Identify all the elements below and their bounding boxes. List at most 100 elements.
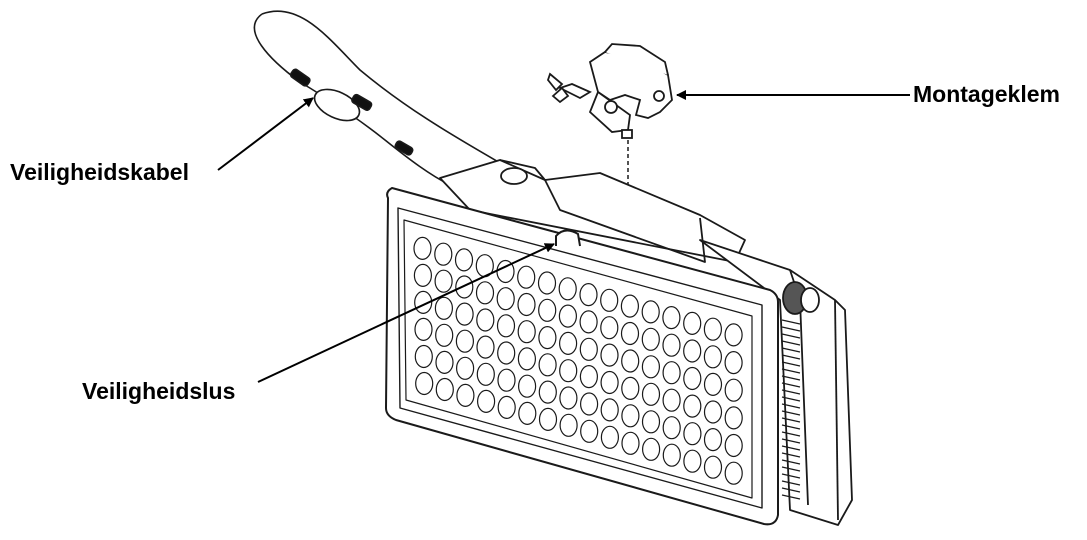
led-lens xyxy=(517,265,536,289)
fin xyxy=(781,480,801,486)
led-lens xyxy=(415,371,434,396)
led-lens xyxy=(559,386,578,410)
fixture-body xyxy=(439,159,853,526)
fin xyxy=(781,487,801,493)
fin xyxy=(781,473,801,479)
led-lens xyxy=(683,339,702,363)
led-lens xyxy=(517,320,536,344)
led-lens xyxy=(724,433,743,458)
led-lens xyxy=(434,296,453,320)
led-lens xyxy=(414,317,433,341)
led-lens xyxy=(620,321,640,346)
safety-loop xyxy=(555,229,581,247)
led-lens xyxy=(724,323,743,347)
led-lens xyxy=(703,317,723,341)
fin xyxy=(781,361,801,367)
led-lens xyxy=(434,269,453,293)
mounting-clamp xyxy=(546,43,673,139)
fin xyxy=(781,424,801,430)
led-lens xyxy=(538,298,557,322)
led-lens xyxy=(538,353,557,377)
veiligheidslus-arrow xyxy=(257,243,555,383)
led-lens xyxy=(435,377,454,402)
fin xyxy=(781,417,801,423)
fin xyxy=(781,466,801,472)
led-lens xyxy=(558,331,578,355)
led-lens xyxy=(621,349,640,373)
led-lens xyxy=(435,323,454,347)
led-lens xyxy=(414,344,433,369)
led-lens xyxy=(497,341,516,365)
led-array xyxy=(413,236,743,485)
led-lens xyxy=(641,437,661,461)
led-lens xyxy=(621,376,640,400)
led-lens xyxy=(579,310,598,334)
fin xyxy=(781,403,801,409)
led-lens xyxy=(579,392,599,416)
led-lens xyxy=(496,287,515,311)
led-lens xyxy=(600,316,619,340)
led-lens xyxy=(455,302,474,326)
led-lens xyxy=(454,248,474,272)
led-lens xyxy=(558,304,578,328)
fin xyxy=(781,340,801,346)
led-lens xyxy=(518,401,537,425)
led-lens xyxy=(703,345,723,369)
led-lens xyxy=(476,362,495,386)
fin xyxy=(781,368,801,374)
fin xyxy=(781,347,801,353)
led-lens xyxy=(724,406,743,430)
safety-cable xyxy=(253,10,521,186)
led-lens xyxy=(724,351,743,375)
led-lens xyxy=(620,294,640,318)
led-lens xyxy=(621,431,640,455)
led-lens xyxy=(477,389,496,413)
fin xyxy=(781,431,801,437)
led-lens xyxy=(683,311,702,335)
led-lens xyxy=(476,335,495,359)
led-lens xyxy=(580,419,599,443)
fin xyxy=(781,410,801,416)
fin xyxy=(781,354,801,360)
fin xyxy=(781,389,801,395)
leader-lines xyxy=(217,90,910,383)
led-lens xyxy=(455,329,474,353)
fin xyxy=(781,326,801,332)
led-lens xyxy=(456,356,475,380)
led-lens xyxy=(456,383,475,407)
led-lens xyxy=(579,283,598,307)
fin xyxy=(781,375,801,381)
led-lens xyxy=(662,388,681,412)
led-lens xyxy=(641,327,660,351)
led-lens xyxy=(703,400,723,424)
mounting-clamp-label: Montageklem xyxy=(913,81,1060,107)
led-lens xyxy=(600,288,619,312)
led-lens xyxy=(413,263,432,287)
led-lens xyxy=(538,407,558,431)
fin xyxy=(781,319,801,325)
led-lens xyxy=(476,308,495,332)
fin xyxy=(781,396,801,402)
fin xyxy=(781,445,801,451)
led-lens xyxy=(683,422,702,446)
fin xyxy=(781,333,801,339)
led-lens xyxy=(496,314,516,338)
led-lens xyxy=(434,242,453,266)
led-lens xyxy=(558,277,577,301)
led-lens xyxy=(559,359,578,383)
led-lens xyxy=(703,455,723,479)
led-lens xyxy=(579,337,598,361)
led-lens xyxy=(497,395,516,419)
led-lens xyxy=(600,425,620,449)
led-lens xyxy=(724,461,743,485)
led-lens xyxy=(703,372,723,396)
led-lens xyxy=(662,306,681,330)
led-lens xyxy=(413,236,432,260)
led-lens xyxy=(517,292,536,317)
led-lens xyxy=(641,355,661,379)
led-lens xyxy=(683,394,702,418)
fin xyxy=(781,494,801,500)
led-lens xyxy=(662,361,681,385)
led-lens xyxy=(683,366,702,391)
